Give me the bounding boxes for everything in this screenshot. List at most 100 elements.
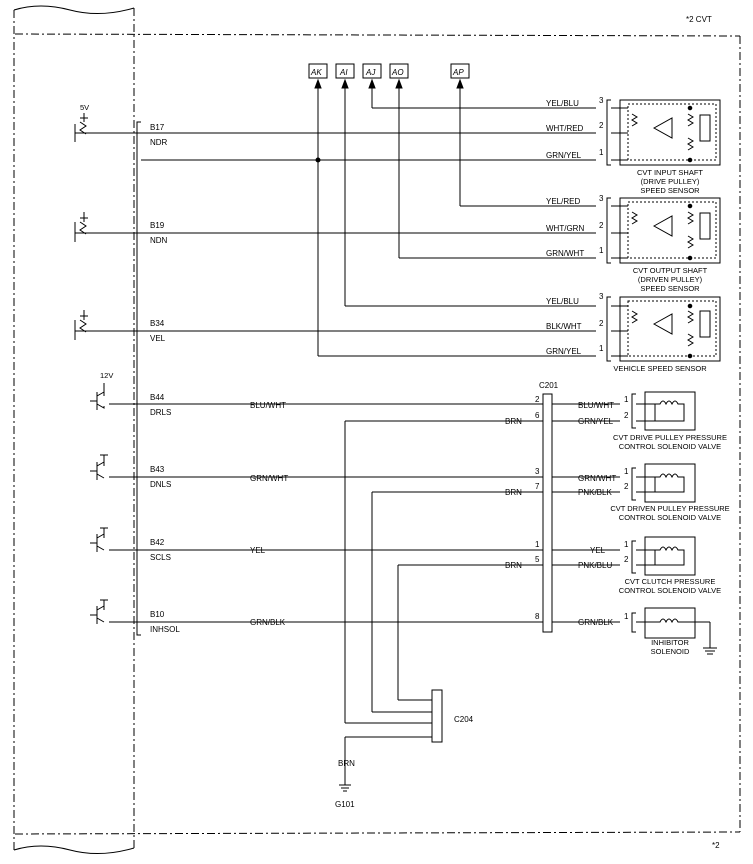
sol1-c201-pin-a: 2 bbox=[535, 395, 540, 404]
sol3-c201-pin-a: 1 bbox=[535, 540, 540, 549]
s2-w1-num: 1 bbox=[599, 246, 604, 255]
footer-note: *2 bbox=[712, 841, 720, 850]
c204-connector: C204 bbox=[431, 689, 474, 743]
sol3-r1-num: 1 bbox=[624, 540, 629, 549]
sol1-r1-num: 1 bbox=[624, 395, 629, 404]
sol3-r2-color: PNK/BLU bbox=[578, 561, 612, 570]
sol2-r2-num: 2 bbox=[624, 482, 629, 491]
speed-sensor-1 bbox=[606, 99, 721, 166]
sol1-c201-pin-b: 6 bbox=[535, 411, 540, 420]
sol2-name-l2: CONTROL SOLENOID VALVE bbox=[619, 513, 721, 522]
sol3-r2-num: 2 bbox=[624, 555, 629, 564]
solenoid-valve-2 bbox=[631, 463, 696, 503]
sol1-r1-color: BLU/WHT bbox=[578, 401, 614, 410]
c204-label: C204 bbox=[454, 715, 474, 724]
solenoid-wiring bbox=[109, 403, 620, 762]
sol3-name-l2: CONTROL SOLENOID VALVE bbox=[619, 586, 721, 595]
solenoid-valve-1 bbox=[631, 391, 696, 431]
sol2-r1-num: 1 bbox=[624, 467, 629, 476]
s1-w1-color: GRN/YEL bbox=[546, 151, 582, 160]
driver-transistor-1 bbox=[90, 383, 105, 410]
ecm-5v-supply: 5V bbox=[74, 103, 89, 142]
header-note: *2 CVT bbox=[686, 15, 712, 24]
supply-12v-label: 12V bbox=[100, 371, 113, 380]
s1-w3-num: 3 bbox=[599, 96, 604, 105]
sol4-name-l1: INHIBITOR bbox=[651, 638, 689, 647]
sol2-ecm-wire: GRN/WHT bbox=[250, 474, 288, 483]
inhibitor-solenoid bbox=[631, 607, 717, 655]
s2-w3-color: YEL/RED bbox=[546, 197, 580, 206]
ecm-pin-ndr: NDR bbox=[150, 138, 168, 147]
sol2-r2-color: PNK/BLK bbox=[578, 488, 612, 497]
s2-w2-num: 2 bbox=[599, 221, 604, 230]
s1-w1-num: 1 bbox=[599, 148, 604, 157]
tag-ak: AK bbox=[310, 68, 322, 77]
ecm-pin-dnls: DNLS bbox=[150, 480, 171, 489]
sol1-name-l1: CVT DRIVE PULLEY PRESSURE bbox=[613, 433, 727, 442]
solenoid-valve-3 bbox=[631, 536, 696, 576]
s2-w3-num: 3 bbox=[599, 194, 604, 203]
sol2-r1-color: GRN/WHT bbox=[578, 474, 616, 483]
sol3-brn: BRN bbox=[505, 561, 522, 570]
ecm-pin-b10: B10 bbox=[150, 610, 165, 619]
driver-transistor-3 bbox=[90, 527, 108, 552]
sensor-wire-labels: YEL/BLU WHT/RED GRN/YEL 3 2 1 YEL/RED WH… bbox=[546, 96, 604, 356]
ecm-pin-b17: B17 bbox=[150, 123, 165, 132]
ecm-module bbox=[13, 5, 141, 855]
solenoid-valve-2-name: CVT DRIVEN PULLEY PRESSURE CONTROL SOLEN… bbox=[610, 504, 729, 522]
connector-tags: AK AI AJ AO AP bbox=[308, 63, 470, 89]
sensor2-name-l1: CVT OUTPUT SHAFT bbox=[633, 266, 708, 275]
sensor2-name-l2: (DRIVEN PULLEY) bbox=[638, 275, 703, 284]
ecm-pin-ndn: NDN bbox=[150, 236, 168, 245]
speed-sensor-2-name: CVT OUTPUT SHAFT (DRIVEN PULLEY) SPEED S… bbox=[633, 266, 708, 293]
sensor1-name-l3: SPEED SENSOR bbox=[640, 186, 700, 195]
driver-transistor-4 bbox=[90, 599, 108, 624]
ground-label: G101 bbox=[335, 800, 355, 809]
sol3-ecm-wire: YEL bbox=[250, 546, 266, 555]
s2-w1-color: GRN/WHT bbox=[546, 249, 584, 258]
solenoid-wire-labels: BLU/WHT 2 6 BRN BLU/WHT GRN/YEL 1 2 GRN/… bbox=[250, 395, 629, 627]
sol4-ecm-wire: GRN/BLK bbox=[250, 618, 286, 627]
sensor1-name-l1: CVT INPUT SHAFT bbox=[637, 168, 703, 177]
tag-aj: AJ bbox=[365, 68, 376, 77]
sol2-brn: BRN bbox=[505, 488, 522, 497]
diagram-border bbox=[14, 33, 741, 835]
ground-wire-label: BRN bbox=[338, 759, 355, 768]
sol4-c201-pin-a: 8 bbox=[535, 612, 540, 621]
s1-w2-color: WHT/RED bbox=[546, 124, 584, 133]
tag-ap: AP bbox=[452, 68, 464, 77]
ecm-pin-b34: B34 bbox=[150, 319, 165, 328]
s3-w1-num: 1 bbox=[599, 344, 604, 353]
sensor1-name-l2: (DRIVE PULLEY) bbox=[641, 177, 700, 186]
sol1-r2-color: GRN/YEL bbox=[578, 417, 614, 426]
sol2-c201-pin-a: 3 bbox=[535, 467, 540, 476]
driver-transistor-2 bbox=[90, 454, 108, 480]
s3-w3-color: YEL/BLU bbox=[546, 297, 579, 306]
sol4-r1-color: GRN/BLK bbox=[578, 618, 614, 627]
sol3-name-l1: CVT CLUTCH PRESSURE bbox=[625, 577, 716, 586]
ecm-pin-scls: SCLS bbox=[150, 553, 171, 562]
sensor-wiring bbox=[84, 88, 596, 357]
ecm-pin-b42: B42 bbox=[150, 538, 165, 547]
s3-w2-num: 2 bbox=[599, 319, 604, 328]
sol2-name-l1: CVT DRIVEN PULLEY PRESSURE bbox=[610, 504, 729, 513]
sensor3-name-l1: VEHICLE SPEED SENSOR bbox=[613, 364, 707, 373]
tag-ai: AI bbox=[339, 68, 348, 77]
ecm-pin-vel: VEL bbox=[150, 334, 166, 343]
sol2-c201-pin-b: 7 bbox=[535, 482, 540, 491]
ecm-pin-labels: B17 NDR B19 NDN B34 VEL B44 DRLS B43 DNL… bbox=[150, 123, 180, 634]
s3-w1-color: GRN/YEL bbox=[546, 347, 582, 356]
s3-w2-color: BLK/WHT bbox=[546, 322, 582, 331]
ecm-12v-supply: 12V bbox=[100, 371, 113, 380]
speed-sensor-3 bbox=[606, 296, 721, 362]
speed-sensor-3-name: VEHICLE SPEED SENSOR bbox=[613, 364, 707, 373]
s2-w2-color: WHT/GRN bbox=[546, 224, 584, 233]
ecm-pin-b43: B43 bbox=[150, 465, 165, 474]
speed-sensor-1-name: CVT INPUT SHAFT (DRIVE PULLEY) SPEED SEN… bbox=[637, 168, 703, 195]
solenoid-valve-1-name: CVT DRIVE PULLEY PRESSURE CONTROL SOLENO… bbox=[613, 433, 727, 451]
c201-label: C201 bbox=[539, 381, 559, 390]
sol1-brn: BRN bbox=[505, 417, 522, 426]
ecm-pin-b19: B19 bbox=[150, 221, 165, 230]
sol3-c201-pin-b: 5 bbox=[535, 555, 540, 564]
